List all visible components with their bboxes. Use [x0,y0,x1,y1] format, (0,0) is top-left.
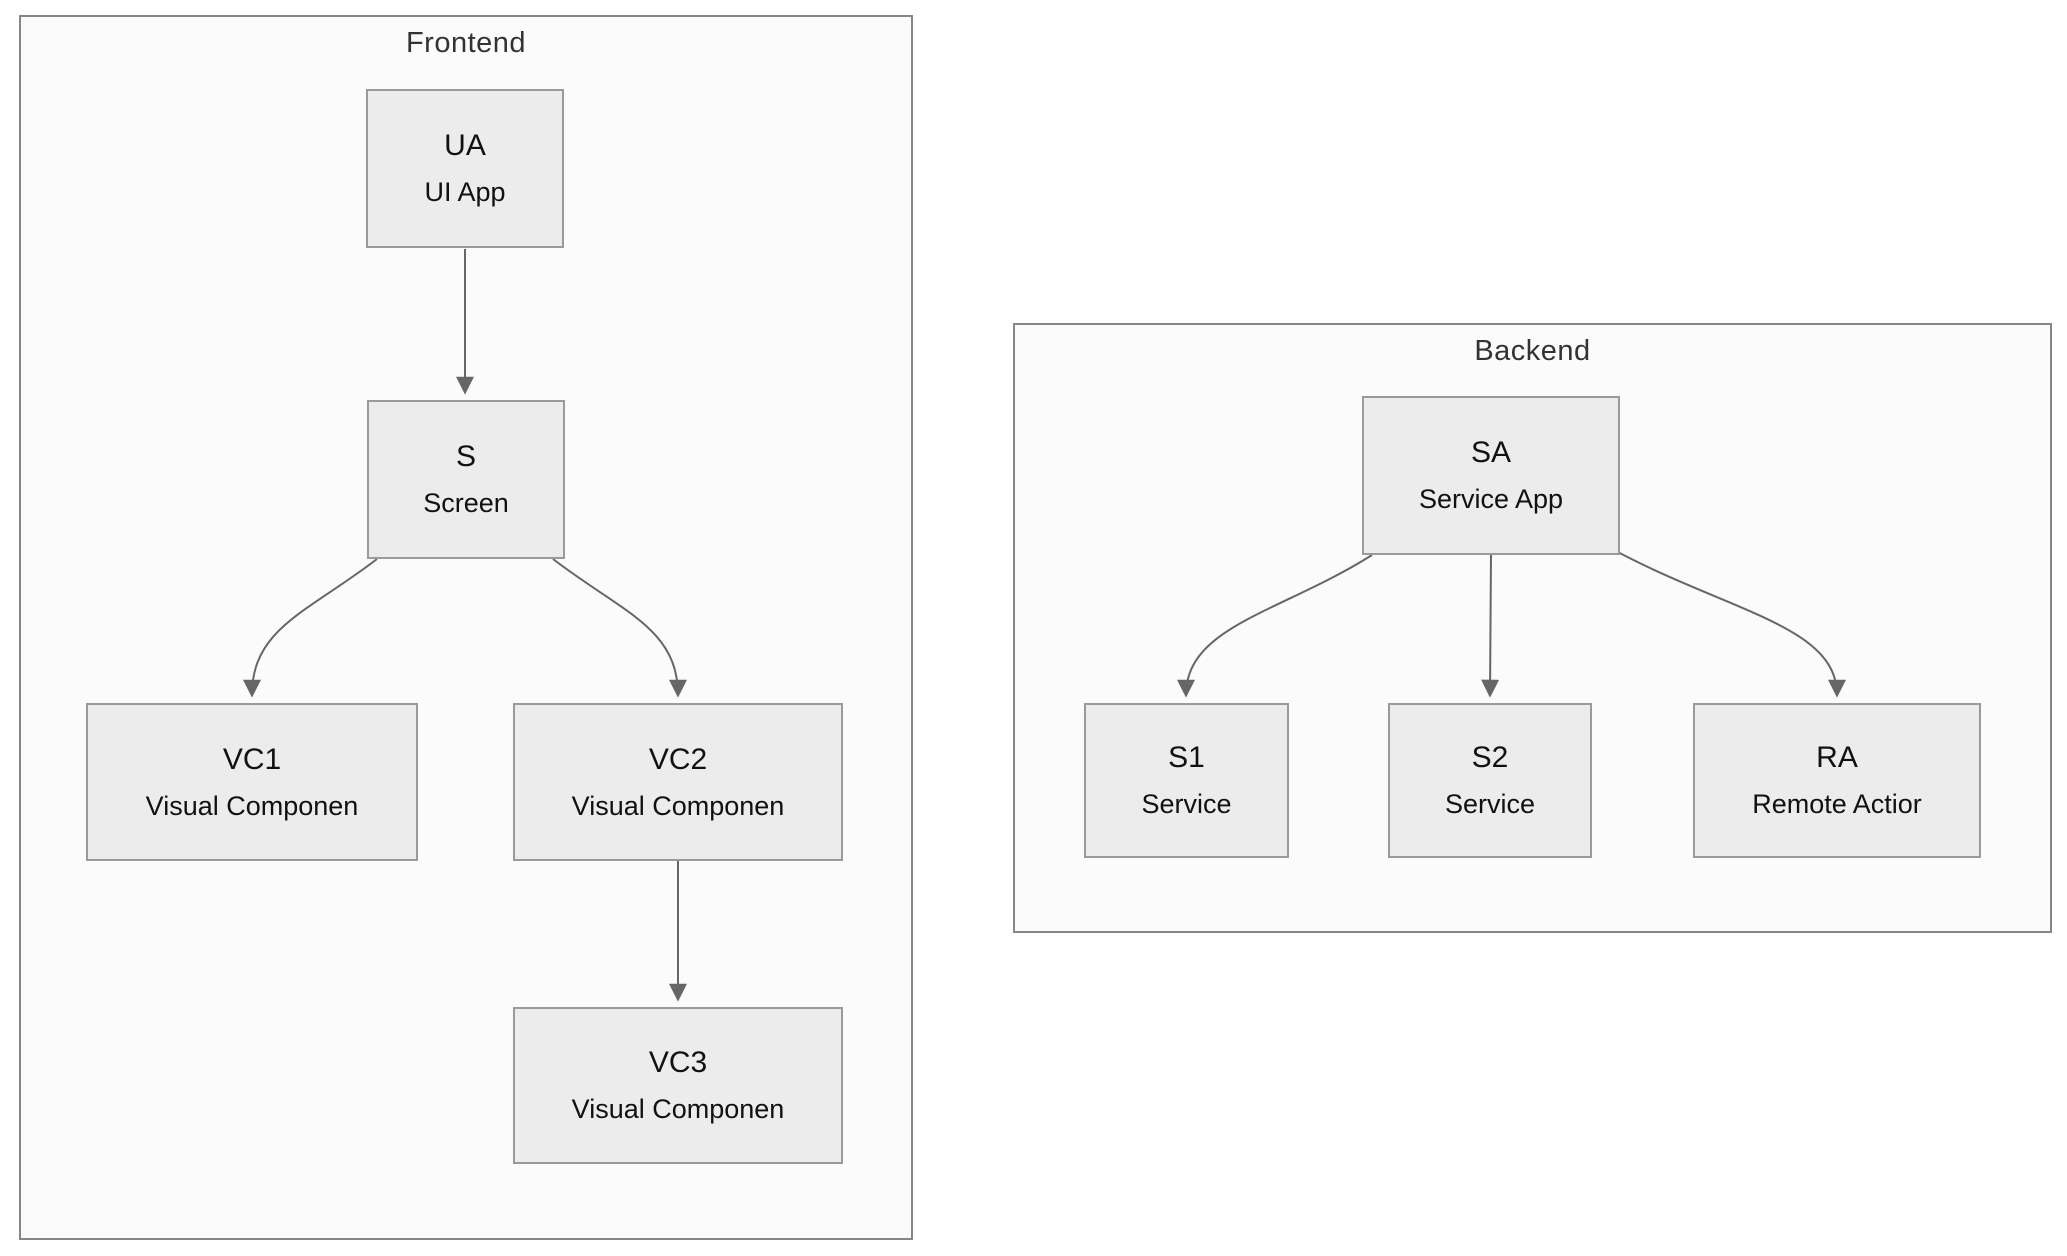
node-vc3-title: VC3 [648,1046,708,1080]
node-s-title: S [455,440,476,474]
node-ra-subtitle: Remote Actior [1752,789,1922,820]
node-sa-subtitle: Service App [1418,484,1564,515]
frontend-container-label: Frontend [405,27,527,59]
node-ua-subtitle: UI App [424,177,506,208]
node-ua-title: UA [444,129,486,163]
edge-sa-to-s1 [1177,554,1373,698]
node-vc2-title: VC2 [648,742,708,776]
edge-sa-to-s2 [1481,554,1500,698]
node-s1-title: S1 [1168,741,1205,775]
edge-s-to-vc1 [243,558,378,698]
node-sa: SA Service App [1362,396,1620,555]
node-s1: S1 Service [1084,703,1289,858]
node-s2-title: S2 [1471,741,1509,775]
node-vc3-subtitle: Visual Componen [571,1094,785,1125]
node-vc2-subtitle: Visual Componen [571,790,785,821]
node-vc2: VC2 Visual Componen [513,703,843,861]
node-s2: S2 Service [1388,703,1592,858]
edge-sa-to-ra [1613,549,1846,698]
node-s: S Screen [367,400,565,559]
node-s2-subtitle: Service [1444,789,1536,820]
node-s1-subtitle: Service [1141,789,1232,820]
node-sa-title: SA [1470,436,1512,470]
node-vc1: VC1 Visual Componen [86,703,418,861]
edge-s-to-vc2 [552,558,687,698]
node-vc1-title: VC1 [222,742,282,776]
node-s-subtitle: Screen [423,488,509,519]
node-vc1-subtitle: Visual Componen [145,790,359,821]
node-vc3: VC3 Visual Componen [513,1007,843,1164]
backend-container-label: Backend [1474,335,1591,367]
node-ua: UA UI App [366,89,564,248]
node-ra-title: RA [1816,741,1858,775]
node-ra: RA Remote Actior [1693,703,1981,858]
